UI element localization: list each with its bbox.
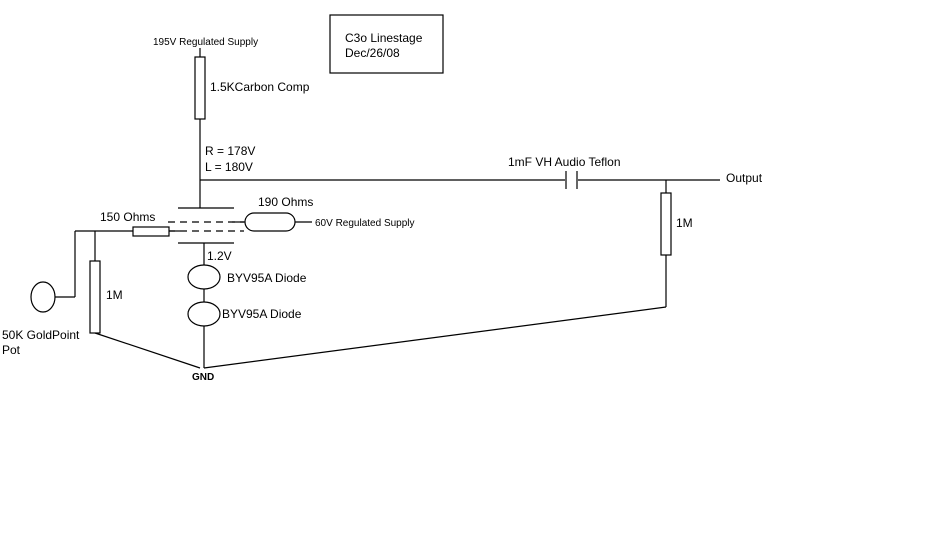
title-line-2: Dec/26/08 <box>345 46 400 60</box>
pot-50k-symbol <box>30 281 56 313</box>
r-voltage-label: R = 178V <box>205 144 255 158</box>
diode-1-label: BYV95A Diode <box>227 271 307 285</box>
resistor-190-label: 190 Ohms <box>258 195 313 209</box>
resistor-1.5k-carbon <box>194 56 206 120</box>
left-ground-return <box>94 332 201 369</box>
resistor-150-ohms <box>132 226 170 237</box>
pot-label-line-1: 50K GoldPoint <box>2 328 80 342</box>
diode-2-symbol <box>187 301 221 327</box>
pot-label-line-2: Pot <box>2 343 21 357</box>
title-box <box>329 14 444 74</box>
supply-195v-label: 195V Regulated Supply <box>153 37 258 48</box>
diode-2-label: BYV95A Diode <box>222 307 302 321</box>
diode-1-symbol <box>187 264 221 290</box>
ground-label: GND <box>192 372 214 383</box>
resistor-1.5k-label: 1.5KCarbon Comp <box>210 80 310 94</box>
right-ground-return <box>203 306 667 369</box>
output-label: Output <box>726 171 763 185</box>
supply-60v-label: 60V Regulated Supply <box>315 218 415 229</box>
resistor-1m-output <box>660 192 672 256</box>
l-voltage-label: L = 180V <box>205 160 253 174</box>
resistor-150-label: 150 Ohms <box>100 210 155 224</box>
resistor-1m-grid-label: 1M <box>106 288 123 302</box>
bias-voltage-label: 1.2V <box>207 249 232 263</box>
resistor-1m-output-label: 1M <box>676 216 693 230</box>
resistor-190-ohms <box>244 212 296 232</box>
resistor-1m-grid <box>89 260 101 334</box>
title-line-1: C3o Linestage <box>345 31 423 45</box>
capacitor-label: 1mF VH Audio Teflon <box>508 155 621 169</box>
